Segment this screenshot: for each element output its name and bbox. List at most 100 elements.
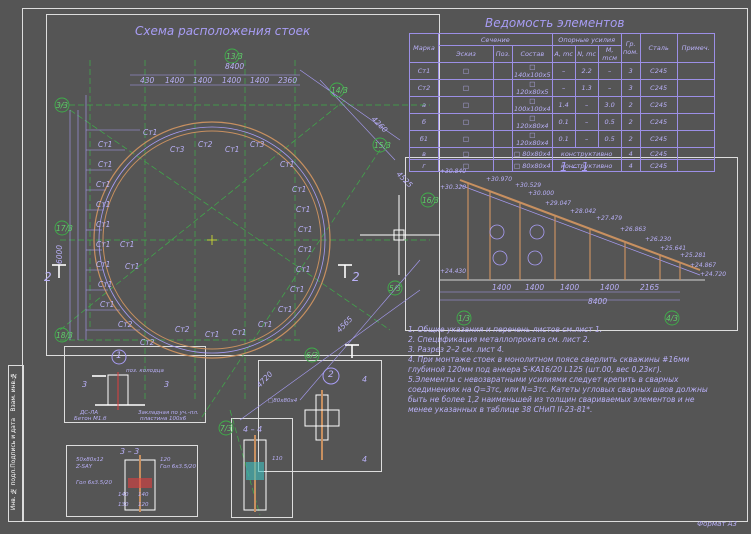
plan-title: Схема расположения стоек [135, 24, 311, 38]
stand-label-inner-1: Ст1 [143, 128, 158, 137]
detail-1-label-1: поз. колодца [126, 368, 164, 374]
stand-label-left-2: Ст1 [98, 160, 113, 169]
notes-block: 1. Общие указания и перечень листов см.л… [408, 325, 738, 415]
detail-33-label-8: 130 [118, 502, 129, 508]
section-level-6: +29.047 [545, 200, 572, 207]
stand-label-inner-2: Ст3 [170, 145, 185, 154]
detail-44-label-1: 110 [272, 456, 283, 462]
plan-top-dim-6: 2360 [278, 76, 298, 85]
section-level-2: +30.320 [440, 184, 467, 191]
plan-top-dim-4: 1400 [222, 76, 242, 85]
note-line: менее указанных в таблице 38 СНиП II-23-… [408, 405, 593, 414]
stand-label-left-6: Ст1 [96, 240, 111, 249]
section-level-15: +24.430 [440, 268, 467, 275]
viewport-detail-33[interactable] [66, 445, 198, 517]
sheet-frame [22, 8, 748, 522]
stand-label-inner-13: Ст1 [278, 305, 293, 314]
axis-label-14-3: 14/3 [331, 86, 348, 95]
axis-label-5-3: 5/3 [389, 284, 402, 293]
th-forces: Опорные усилия [551, 33, 622, 46]
axis-label-16-3: 16/3 [422, 196, 439, 205]
section-level-8: +27.479 [596, 215, 623, 222]
axis-label-4-3: 4/3 [666, 314, 679, 323]
note-line: 3. Разрез 2–2 см. лист 4. [408, 345, 505, 354]
detail-1-cut-left: 3 [82, 380, 88, 389]
table-title: Ведомость элементов [485, 16, 625, 30]
plan-axis-bubbles [54, 48, 680, 436]
th-mark: Марка [409, 33, 439, 63]
th-a: A, mc [551, 45, 576, 63]
plan-top-dim-2: 1400 [165, 76, 185, 85]
detail-33-label-2: Z-SAY [76, 464, 93, 470]
detail-33-label-1: 50x80x12 [76, 457, 104, 463]
stand-label-inner-7: Ст1 [292, 185, 307, 194]
section-level-5: +30.000 [528, 190, 555, 197]
section-level-9: +26.863 [620, 226, 647, 233]
detail-44-title: 4 – 4 [243, 425, 263, 434]
section-level-11: +25.641 [660, 245, 687, 252]
detail-1-cut-right: 3 [164, 380, 170, 389]
detail-33-label-9: 120 [138, 502, 149, 508]
axis-label-13-3: 13/3 [226, 52, 243, 61]
stand-label-left-8: Ст1 [98, 280, 113, 289]
section-1-1 [440, 179, 705, 301]
detail-2-cut-top: 4 [362, 375, 368, 384]
plan-top-total: 8400 [225, 62, 245, 71]
th-pos: Поз. [493, 45, 513, 63]
cursor-crosshair [360, 195, 440, 275]
detail-33-graphic [124, 455, 156, 512]
section-dim-1: 1400 [492, 283, 512, 292]
detail-2-title: 2 [328, 370, 334, 380]
detail-1-label-2: Бетон М1.б [74, 416, 107, 422]
section-level-4: +30.529 [515, 182, 542, 189]
detail-2-label-1: □80x80x4 [268, 398, 298, 404]
detail-1-label-5: пластина 100x6 [140, 416, 187, 422]
detail-33-title: 3 – 3 [120, 447, 140, 456]
section-level-13: +24.867 [690, 262, 717, 269]
stand-label-inner-3: Ст2 [198, 140, 213, 149]
th-m: M, mcм [597, 45, 622, 63]
elements-table: Марка Сечение Опорные усилия Гр. пом. Ст… [409, 33, 715, 172]
note-line: 4. При монтаже стоек в монолитном поясе … [408, 355, 690, 364]
sheet-format-label: Формат А3 [697, 520, 737, 528]
plan-gridlines [59, 60, 430, 516]
plan-side-dim: 6000 [55, 244, 65, 265]
viewport-detail-1[interactable] [64, 346, 206, 423]
note-line: глубиной 120мм под анкера S-KA16/20 L125… [408, 365, 663, 374]
note-line: 5.Элементы с невозвратными усилиями след… [408, 375, 679, 384]
plan-top-dim-1: 430 [140, 76, 155, 85]
section-dim-3: 1400 [560, 283, 580, 292]
th-comp: Состав [512, 45, 553, 63]
cut-label-right: 2 [352, 270, 360, 284]
section-level-1: +30.840 [440, 168, 467, 175]
section-level-3: +30.970 [486, 176, 513, 183]
stand-label-inner-10: Ст1 [298, 245, 313, 254]
viewport-detail-44[interactable] [231, 418, 293, 518]
stand-label-left-4: Ст1 [96, 200, 111, 209]
detail-1-label-3: ДС-ЛА [80, 410, 99, 416]
stand-label-inner-14: Ст1 [120, 240, 135, 249]
stand-label-bottom-2: Ст1 [205, 330, 220, 339]
stand-label-left-11: Ст2 [140, 338, 155, 347]
stand-label-inner-6: Ст1 [280, 160, 295, 169]
th-n: N, mc [574, 45, 599, 63]
stand-label-left-7: Ст1 [96, 260, 111, 269]
th-steel: Сталь [639, 33, 678, 63]
stand-label-inner-5: Ст3 [250, 140, 265, 149]
stand-label-bottom-4: Ст1 [258, 320, 273, 329]
stand-label-bottom-1: Ст2 [175, 325, 190, 334]
th-note: Примеч. [676, 33, 715, 63]
stand-label-inner-8: Ст1 [296, 205, 311, 214]
stand-label-left-1: Ст1 [98, 140, 113, 149]
title-block-strip [8, 365, 24, 522]
stand-label-left-10: Ст2 [118, 320, 133, 329]
section-title: 1 – 1 [560, 160, 589, 174]
note-line: 1. Общие указания и перечень листов см.л… [408, 325, 603, 334]
detail-2-graphic [304, 367, 340, 460]
viewport-detail-2[interactable] [258, 360, 382, 472]
